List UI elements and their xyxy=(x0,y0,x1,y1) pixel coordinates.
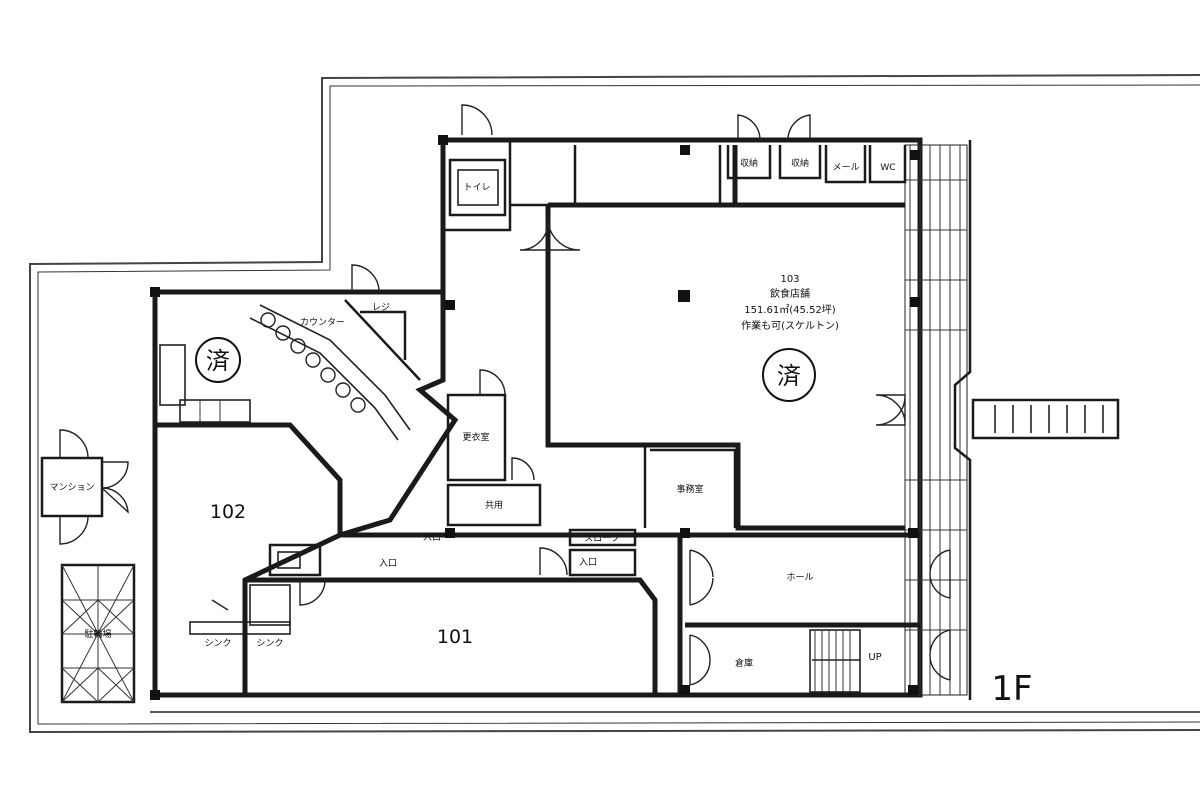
mailbox-label: メール xyxy=(832,163,859,173)
office-label: 事務室 xyxy=(676,483,703,495)
bike-parking xyxy=(60,563,136,704)
mansion-label: マンション xyxy=(49,483,94,493)
mansion-entrance xyxy=(40,429,129,545)
room-103-number: 103 xyxy=(780,274,799,285)
locker-rooms xyxy=(446,393,542,527)
site-boundary xyxy=(29,74,1200,734)
hall-wall xyxy=(685,532,920,628)
locker-label: 更衣室 xyxy=(462,431,489,443)
room-103-wall xyxy=(545,145,905,531)
slope-entrance xyxy=(568,528,637,577)
toilet-label: トイレ xyxy=(463,183,490,193)
storage-a-label: 倉庫 xyxy=(735,657,753,669)
wc-label: WC xyxy=(880,163,895,173)
room-101-number: 101 xyxy=(437,626,473,648)
kitchen-partition xyxy=(344,299,421,381)
outside-stairs-icon xyxy=(971,398,1120,440)
slope-label: スロープ xyxy=(584,533,619,544)
room-103-note: 作業も可(スケルトン) xyxy=(741,319,839,332)
counter-line xyxy=(249,304,411,441)
room-102-stamp: 済 xyxy=(206,347,230,375)
office-wall xyxy=(643,445,737,528)
planter-edge xyxy=(953,140,972,700)
entrance-a-label: 入口 xyxy=(579,557,597,568)
storage-b-label: 収納 xyxy=(740,157,758,169)
entrance-c-label: 入口 xyxy=(423,532,441,543)
extra-label: 共用 xyxy=(485,500,503,511)
bikes-label: 駐輪場 xyxy=(84,628,111,640)
floor-label: 1F xyxy=(991,669,1032,709)
room-103-area: 151.61㎡(45.52坪) xyxy=(744,303,836,316)
restroom-101 xyxy=(268,543,322,577)
entrance-b-label: 入口 xyxy=(379,558,397,569)
room-103-stamp: 済 xyxy=(777,362,801,390)
done-stamp-icon: 済 xyxy=(762,348,816,402)
hall-label: ホール xyxy=(786,572,813,583)
sink-counter xyxy=(189,584,291,635)
sink-b-label: シンク xyxy=(256,638,283,649)
column-icon xyxy=(150,135,920,700)
room-102-number: 102 xyxy=(210,501,246,523)
done-stamp-icon: 済 xyxy=(195,337,241,383)
seating-area xyxy=(159,344,251,423)
column-icon xyxy=(678,290,690,302)
door-swing-icon xyxy=(211,104,951,686)
counter-label: カウンター xyxy=(300,317,345,328)
room-103-use: 飲食店舗 xyxy=(770,287,810,300)
site-boundary-inner xyxy=(37,84,1200,725)
storage-c-label: 収納 xyxy=(791,157,809,169)
stairs-up-label: UP xyxy=(868,652,881,663)
register-a-label: レジ xyxy=(372,303,390,313)
stairs-icon xyxy=(809,629,861,693)
planter-hatch xyxy=(904,144,968,696)
sink-a-label: シンク xyxy=(204,638,231,649)
room-102-wall xyxy=(155,292,459,695)
room-101-wall xyxy=(245,532,683,695)
building-outer-wall xyxy=(152,137,923,698)
top-service-rooms xyxy=(441,140,907,292)
counter-stools xyxy=(260,312,366,413)
